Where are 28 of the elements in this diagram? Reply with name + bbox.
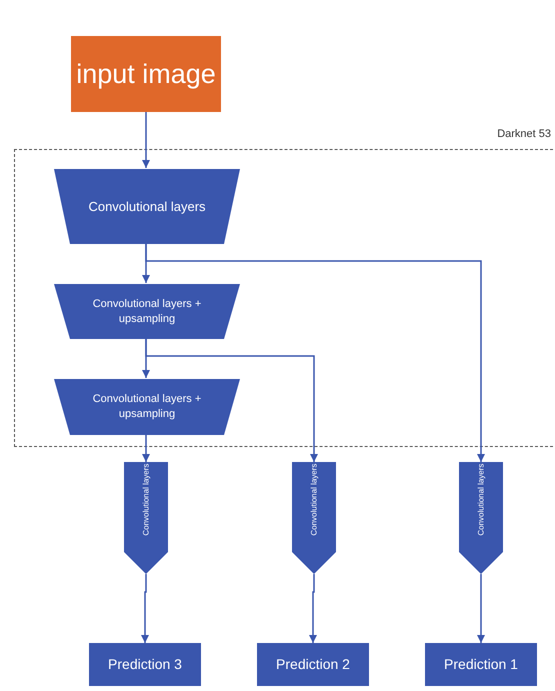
arrow bbox=[145, 243, 485, 462]
block-label: Convolutional layers bbox=[87, 198, 207, 216]
pentagon-block bbox=[292, 462, 336, 574]
block-label: Convolutional layers + upsampling bbox=[92, 392, 202, 422]
group-title: Darknet 53 bbox=[497, 128, 551, 140]
arrow bbox=[309, 574, 317, 643]
prediction-box bbox=[257, 643, 369, 686]
arrow bbox=[142, 112, 150, 168]
block-label: Prediction 1 bbox=[443, 655, 519, 674]
block-label: Convolutional layers bbox=[476, 462, 486, 538]
block-label: Convolutional layers bbox=[141, 462, 151, 538]
block-label: Convolutional layers bbox=[309, 462, 319, 538]
arrow bbox=[142, 434, 150, 462]
arrow bbox=[141, 574, 149, 643]
block-label: Prediction 3 bbox=[107, 655, 183, 674]
trapezoid-block bbox=[54, 284, 240, 339]
trapezoid-block bbox=[54, 169, 240, 244]
prediction-box bbox=[89, 643, 201, 686]
block-label: input image bbox=[75, 58, 217, 90]
input-box bbox=[71, 36, 221, 112]
prediction-box bbox=[425, 643, 537, 686]
trapezoid-block bbox=[54, 379, 240, 435]
pentagon-block bbox=[124, 462, 168, 574]
block-label: Prediction 2 bbox=[275, 655, 351, 674]
arrow bbox=[477, 574, 485, 643]
pentagon-block bbox=[459, 462, 503, 574]
block-label: Convolutional layers + upsampling bbox=[92, 296, 202, 326]
arrow bbox=[145, 338, 318, 462]
